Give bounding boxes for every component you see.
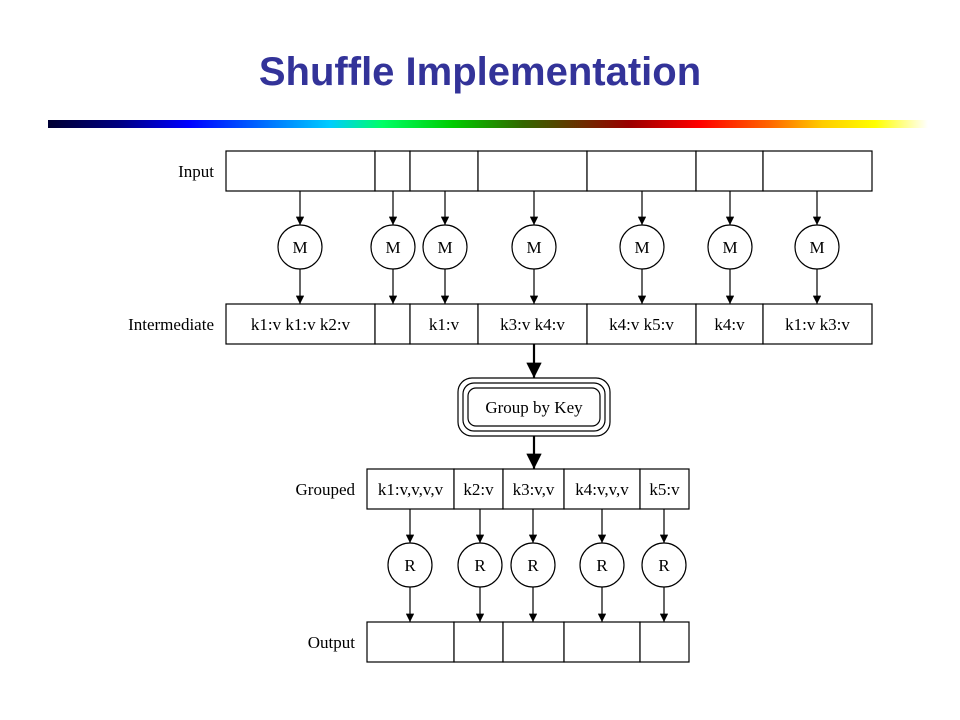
- input-cell: [695, 150, 764, 192]
- grouped-cell: [366, 468, 455, 510]
- row-label-grouped: Grouped: [296, 480, 356, 499]
- reduce-node-label: R: [527, 556, 539, 575]
- reduce-node: [387, 542, 433, 588]
- grouped-cell-label: k1:v,v,v,v: [378, 480, 444, 499]
- input-cell: [477, 150, 588, 192]
- reduce-node: [641, 542, 687, 588]
- arrows-layer: [295, 191, 822, 622]
- map-node-label: M: [722, 238, 737, 257]
- grouped-cell: [502, 468, 565, 510]
- map-node-label: M: [526, 238, 541, 257]
- map-node-label: M: [437, 238, 452, 257]
- intermediate-cell-label: k3:v k4:v: [500, 315, 565, 334]
- map-node: [707, 224, 753, 270]
- title-underline-gradient: [48, 120, 928, 128]
- intermediate-cell: [409, 303, 479, 345]
- input-cell: [409, 150, 479, 192]
- map-node: [277, 224, 323, 270]
- intermediate-cell-label: k4:v: [714, 315, 745, 334]
- reduce-node: [457, 542, 503, 588]
- map-node-label: M: [634, 238, 649, 257]
- output-cell: [366, 621, 455, 663]
- grouped-cell: [639, 468, 690, 510]
- map-node: [422, 224, 468, 270]
- grouped-cell-label: k3:v,v: [513, 480, 555, 499]
- map-node-label: M: [292, 238, 307, 257]
- input-cell: [586, 150, 697, 192]
- intermediate-cell: [225, 303, 376, 345]
- intermediate-cell: [477, 303, 588, 345]
- intermediate-cell: [374, 303, 411, 345]
- grouped-cell: [563, 468, 641, 510]
- map-node: [370, 224, 416, 270]
- map-node: [794, 224, 840, 270]
- intermediate-cell: [762, 303, 873, 345]
- input-cell: [374, 150, 411, 192]
- output-cell: [563, 621, 641, 663]
- intermediate-cell-label: k4:v k5:v: [609, 315, 674, 334]
- map-node: [619, 224, 665, 270]
- reduce-node: [510, 542, 556, 588]
- row-label-intermediate: Intermediate: [128, 315, 214, 334]
- grouped-cell-label: k5:v: [649, 480, 680, 499]
- reduce-node: [579, 542, 625, 588]
- group-by-key-middle: [462, 382, 606, 432]
- input-cell: [225, 150, 376, 192]
- row-label-input: Input: [178, 162, 214, 181]
- map-node-label: M: [809, 238, 824, 257]
- input-cell: [762, 150, 873, 192]
- reduce-node-label: R: [474, 556, 486, 575]
- output-cell: [502, 621, 565, 663]
- group-by-key-inner: [467, 387, 601, 427]
- reduce-node-label: R: [658, 556, 670, 575]
- map-node: [511, 224, 557, 270]
- grouped-cell-label: k2:v: [463, 480, 494, 499]
- page-title: Shuffle Implementation: [258, 50, 702, 94]
- output-cell: [453, 621, 504, 663]
- group-by-key-label: Group by Key: [485, 398, 583, 417]
- group-by-key-outer: [457, 377, 611, 437]
- reduce-node-label: R: [596, 556, 608, 575]
- map-node-label: M: [385, 238, 400, 257]
- reduce-node-label: R: [404, 556, 416, 575]
- intermediate-cell-label: k1:v k1:v k2:v: [251, 315, 351, 334]
- grouped-cell-label: k4:v,v,v: [575, 480, 629, 499]
- intermediate-cell: [695, 303, 764, 345]
- output-cell: [639, 621, 690, 663]
- intermediate-cell-label: k1:v: [429, 315, 460, 334]
- row-label-output: Output: [308, 633, 356, 652]
- intermediate-cell-label: k1:v k3:v: [785, 315, 850, 334]
